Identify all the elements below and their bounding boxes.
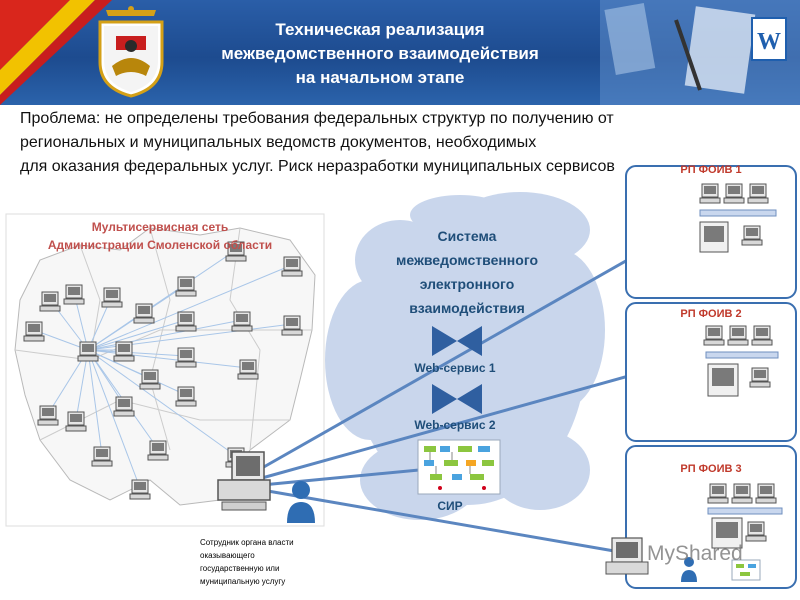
smev-title: Система межведомственного электронного в… — [372, 224, 562, 320]
employee-caption-line: Сотрудник органа власти — [200, 538, 294, 547]
problem-statement: Проблема: не определены требования федер… — [20, 107, 780, 179]
smev-title-line: Система — [437, 228, 497, 244]
network-title-line: Администрации Смоленской области — [47, 238, 273, 252]
rp-panel-3-label: РП ФОИВ 3 — [680, 463, 742, 475]
smev-title-line: электронного — [419, 276, 515, 292]
problem-line: региональных и муниципальных ведомств до… — [20, 134, 537, 151]
problem-line: Проблема: не определены требования федер… — [20, 110, 614, 127]
header-title: Техническая реализация межведомственного… — [180, 18, 580, 90]
smev-title-line: межведомственного — [395, 252, 539, 268]
problem-line: для оказания федеральных услуг. Риск нер… — [20, 158, 615, 175]
region-map — [5, 213, 325, 527]
sir-flowchart-icon — [417, 439, 501, 495]
rp-panel-1 — [625, 165, 797, 299]
header-title-line: Техническая реализация — [275, 20, 485, 39]
employee-caption: Сотрудник органа власти оказывающего гос… — [200, 536, 330, 588]
sir-label: СИР — [437, 499, 463, 513]
web-service-2-label: Web-сервис 2 — [414, 418, 496, 432]
rp-panel-2-label: РП ФОИВ 2 — [680, 308, 742, 320]
rp-panel-1-label: РП ФОИВ 1 — [680, 164, 742, 176]
user-avatar-icon — [287, 481, 315, 523]
employee-workstation-icon — [217, 451, 271, 511]
header-banner: W Техническая реализация межведомственно… — [0, 0, 800, 105]
web-service-1-icon — [432, 326, 482, 356]
employee-caption-line: муниципальную услугу — [200, 577, 286, 586]
network-title-line: Мультисервисная сеть — [91, 220, 229, 234]
rp-panel-3 — [625, 445, 797, 589]
web-service-2-icon — [432, 384, 482, 414]
remote-user-icon — [681, 557, 697, 582]
watermark: MyShared — [647, 542, 743, 565]
header-title-line: межведомственного взаимодействия — [221, 44, 539, 63]
word-document-icon: W — [751, 17, 787, 61]
header-title-line: на начальном этапе — [295, 68, 465, 87]
remote-terminal-icon — [605, 537, 649, 575]
smev-cloud — [325, 192, 605, 520]
network-title: Мультисервисная сеть Администрации Смоле… — [30, 218, 290, 254]
coat-of-arms-icon — [98, 6, 164, 98]
pen-icon — [674, 19, 702, 91]
employee-caption-line: государственную или — [200, 564, 280, 573]
employee-caption-line: оказывающего — [200, 551, 255, 560]
rp-panel-2 — [625, 302, 797, 442]
mini-flowchart-icon — [731, 559, 761, 581]
smev-title-line: взаимодействия — [409, 300, 525, 316]
svg-text:W: W — [757, 29, 781, 55]
web-service-1-label: Web-сервис 1 — [414, 361, 496, 375]
header-decoration: W — [0, 0, 800, 105]
